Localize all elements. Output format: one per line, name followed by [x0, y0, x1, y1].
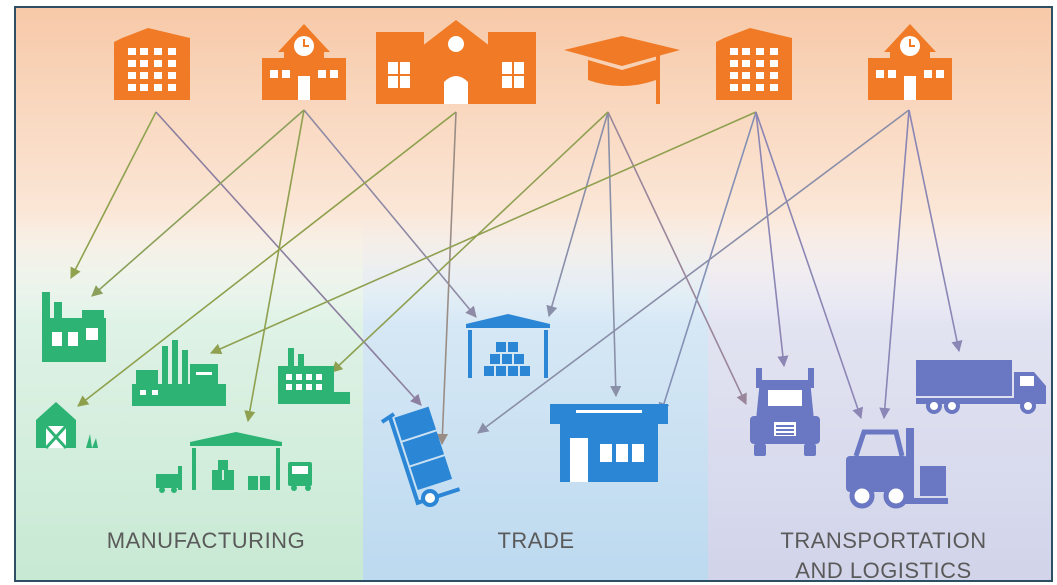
arrow	[879, 109, 910, 420]
connection-arrows	[70, 109, 963, 446]
large-school-icon	[376, 20, 536, 104]
barn-icon	[36, 402, 98, 450]
warehouse-boxes-icon	[466, 314, 550, 378]
arrow	[546, 111, 609, 318]
diagram-canvas	[16, 8, 1051, 580]
factory-icon	[42, 292, 106, 362]
arrow	[155, 111, 422, 406]
graduation-cap-icon	[564, 36, 680, 104]
arrow	[331, 111, 609, 373]
arrow	[436, 111, 457, 446]
arrow	[607, 111, 747, 406]
arrow	[755, 111, 864, 420]
arrow	[658, 111, 757, 415]
education-to-industry-diagram: MANUFACTURING TRADE TRANSPORTATION AND L…	[14, 6, 1053, 582]
office-building-icon	[716, 28, 792, 100]
clock-school-icon	[262, 24, 346, 100]
arrow	[70, 111, 157, 279]
arrow	[77, 111, 457, 407]
manufacturing-label: MANUFACTURING	[106, 528, 306, 553]
clock-school-icon	[868, 24, 952, 100]
arrow	[209, 111, 757, 355]
trade-label: TRADE	[497, 528, 575, 553]
arrow	[477, 109, 910, 434]
semi-truck-icon	[750, 368, 820, 456]
power-plant-icon	[132, 340, 226, 406]
transportation-logistics-label: TRANSPORTATION AND LOGISTICS	[780, 528, 987, 582]
arrow	[908, 109, 963, 353]
warehouse-forklift-icon	[156, 432, 312, 493]
forklift-icon	[846, 428, 948, 509]
arrow	[755, 111, 789, 368]
box-truck-icon	[916, 360, 1046, 414]
arrow	[303, 109, 477, 318]
factory-small-icon	[278, 348, 350, 404]
storefront-icon	[550, 404, 668, 482]
arrow	[91, 109, 305, 297]
arrow	[244, 109, 305, 423]
office-building-icon	[114, 28, 190, 100]
arrow	[607, 111, 622, 398]
hand-truck-icon	[380, 406, 461, 507]
